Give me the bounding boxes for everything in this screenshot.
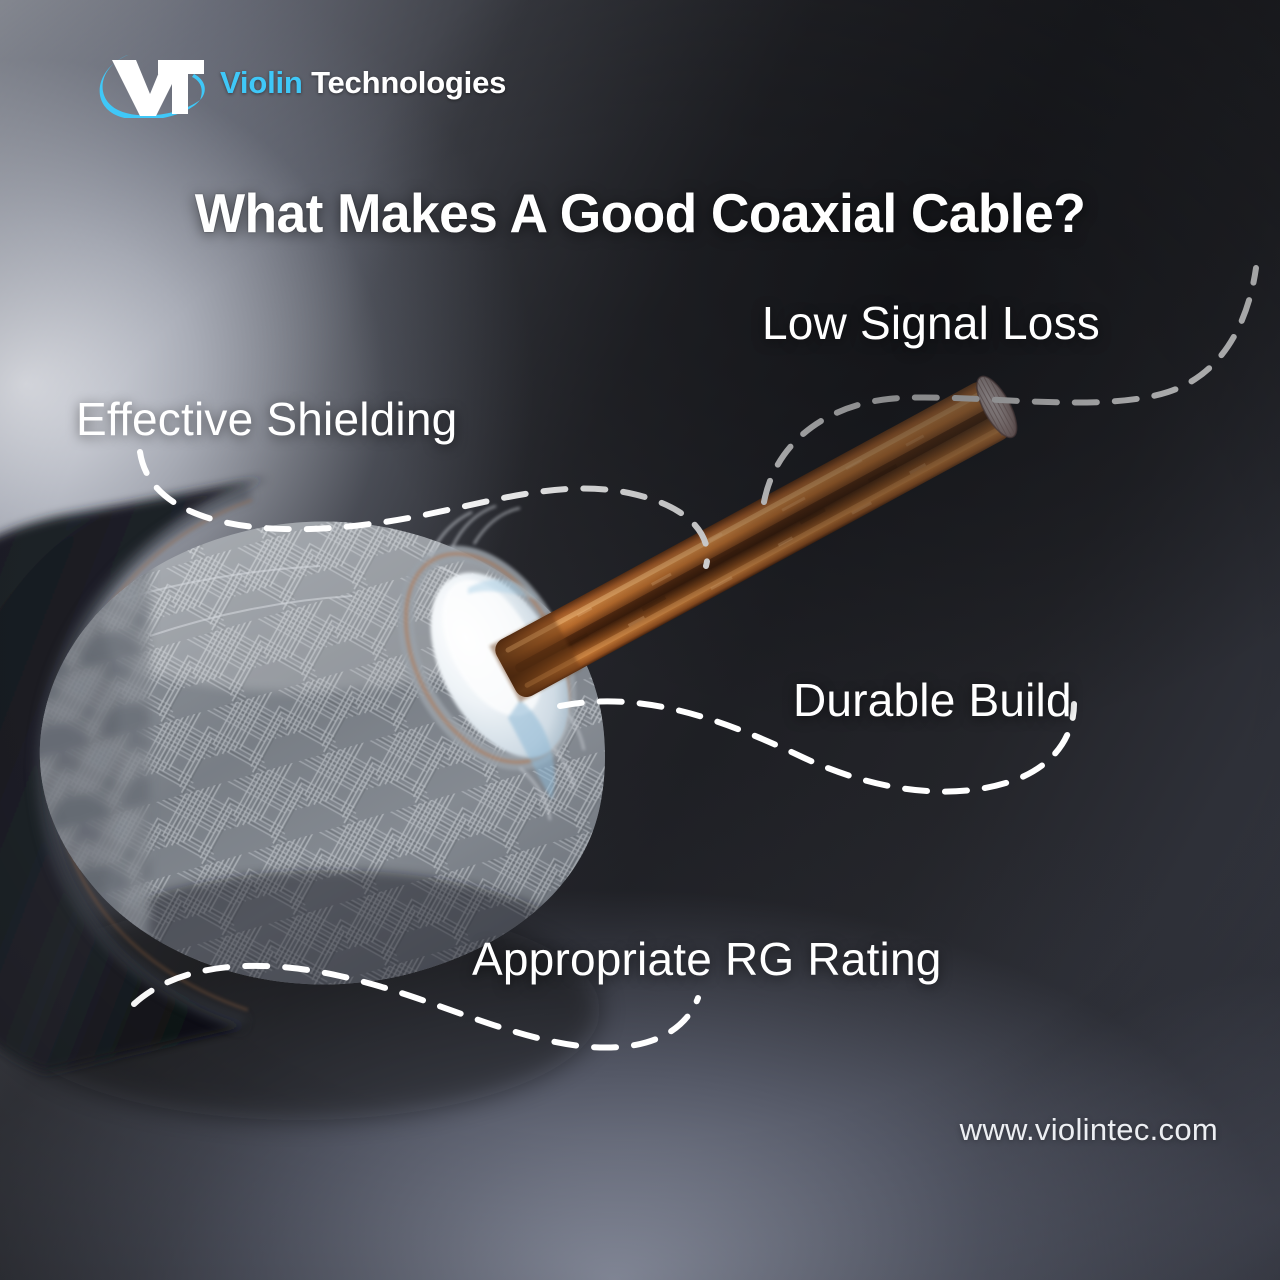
feature-label-low-signal-loss: Low Signal Loss xyxy=(762,297,1100,349)
page-title: What Makes A Good Coaxial Cable? xyxy=(194,181,1086,244)
brand-logo[interactable]: Violin Technologies xyxy=(96,48,506,121)
feature-label-effective-shielding: Effective Shielding xyxy=(76,393,458,445)
feature-label-appropriate-rg-rating: Appropriate RG Rating xyxy=(472,933,942,985)
brand-name: Violin Technologies xyxy=(220,65,506,101)
vt-monogram-icon xyxy=(96,48,214,121)
brand-name-primary: Violin xyxy=(220,65,303,100)
website-url[interactable]: www.violintec.com xyxy=(959,1112,1218,1147)
feature-label-durable-build: Durable Build xyxy=(793,674,1072,726)
brand-name-secondary: Technologies xyxy=(311,65,507,100)
